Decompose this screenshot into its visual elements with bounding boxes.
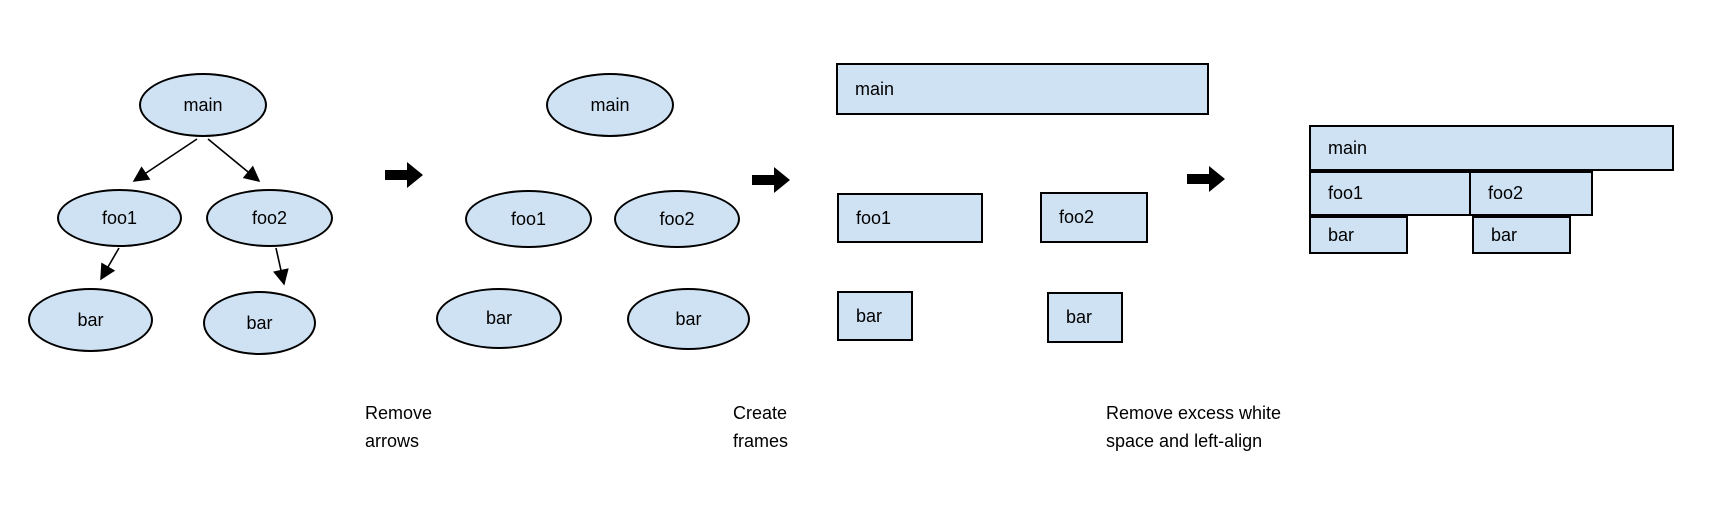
frame-foo1: foo1 bbox=[837, 193, 983, 243]
noarrow-node-main: main bbox=[546, 73, 674, 137]
edge-main-foo1 bbox=[132, 138, 198, 182]
noarrow-node-bar-left: bar bbox=[436, 288, 562, 349]
tree-node-foo2: foo2 bbox=[206, 189, 333, 247]
caption-remove-arrows: Remove arrows bbox=[365, 399, 432, 455]
noarrow-node-foo2: foo2 bbox=[614, 190, 740, 248]
frame-bar-left: bar bbox=[837, 291, 913, 341]
noarrow-node-foo1: foo1 bbox=[465, 190, 592, 248]
tree-node-bar-right: bar bbox=[203, 291, 316, 355]
edge-foo1-bar bbox=[100, 247, 120, 281]
caption-left-align-line2: space and left-align bbox=[1106, 431, 1263, 451]
transform-arrow-1-icon bbox=[385, 162, 423, 188]
caption-left-align-line1: Remove excess white bbox=[1106, 403, 1282, 423]
caption-left-align: Remove excess white space and left-align bbox=[1106, 399, 1281, 455]
flame-frame-main: main bbox=[1309, 125, 1674, 171]
caption-create-frames: Create frames bbox=[733, 399, 788, 455]
noarrow-node-bar-right: bar bbox=[627, 288, 750, 350]
frame-bar-right: bar bbox=[1047, 292, 1123, 343]
flame-frame-bar-left: bar bbox=[1309, 216, 1408, 254]
flame-frame-bar-right: bar bbox=[1472, 216, 1571, 254]
edge-foo2-bar bbox=[273, 247, 289, 286]
frame-main: main bbox=[836, 63, 1209, 115]
frame-foo2: foo2 bbox=[1040, 192, 1148, 243]
flame-frame-foo2: foo2 bbox=[1469, 171, 1593, 216]
transform-arrow-3-icon bbox=[1187, 166, 1225, 192]
transform-arrow-2-icon bbox=[752, 167, 790, 193]
tree-node-foo1: foo1 bbox=[57, 189, 182, 247]
caption-create-frames-line1: Create bbox=[733, 403, 788, 423]
caption-remove-arrows-line2: arrows bbox=[365, 431, 420, 451]
tree-node-bar-left: bar bbox=[28, 288, 153, 352]
edge-main-foo2 bbox=[207, 138, 261, 183]
tree-node-main: main bbox=[139, 73, 267, 137]
caption-remove-arrows-line1: Remove bbox=[365, 403, 433, 423]
caption-create-frames-line2: frames bbox=[733, 431, 789, 451]
flame-frame-foo1: foo1 bbox=[1309, 171, 1471, 216]
